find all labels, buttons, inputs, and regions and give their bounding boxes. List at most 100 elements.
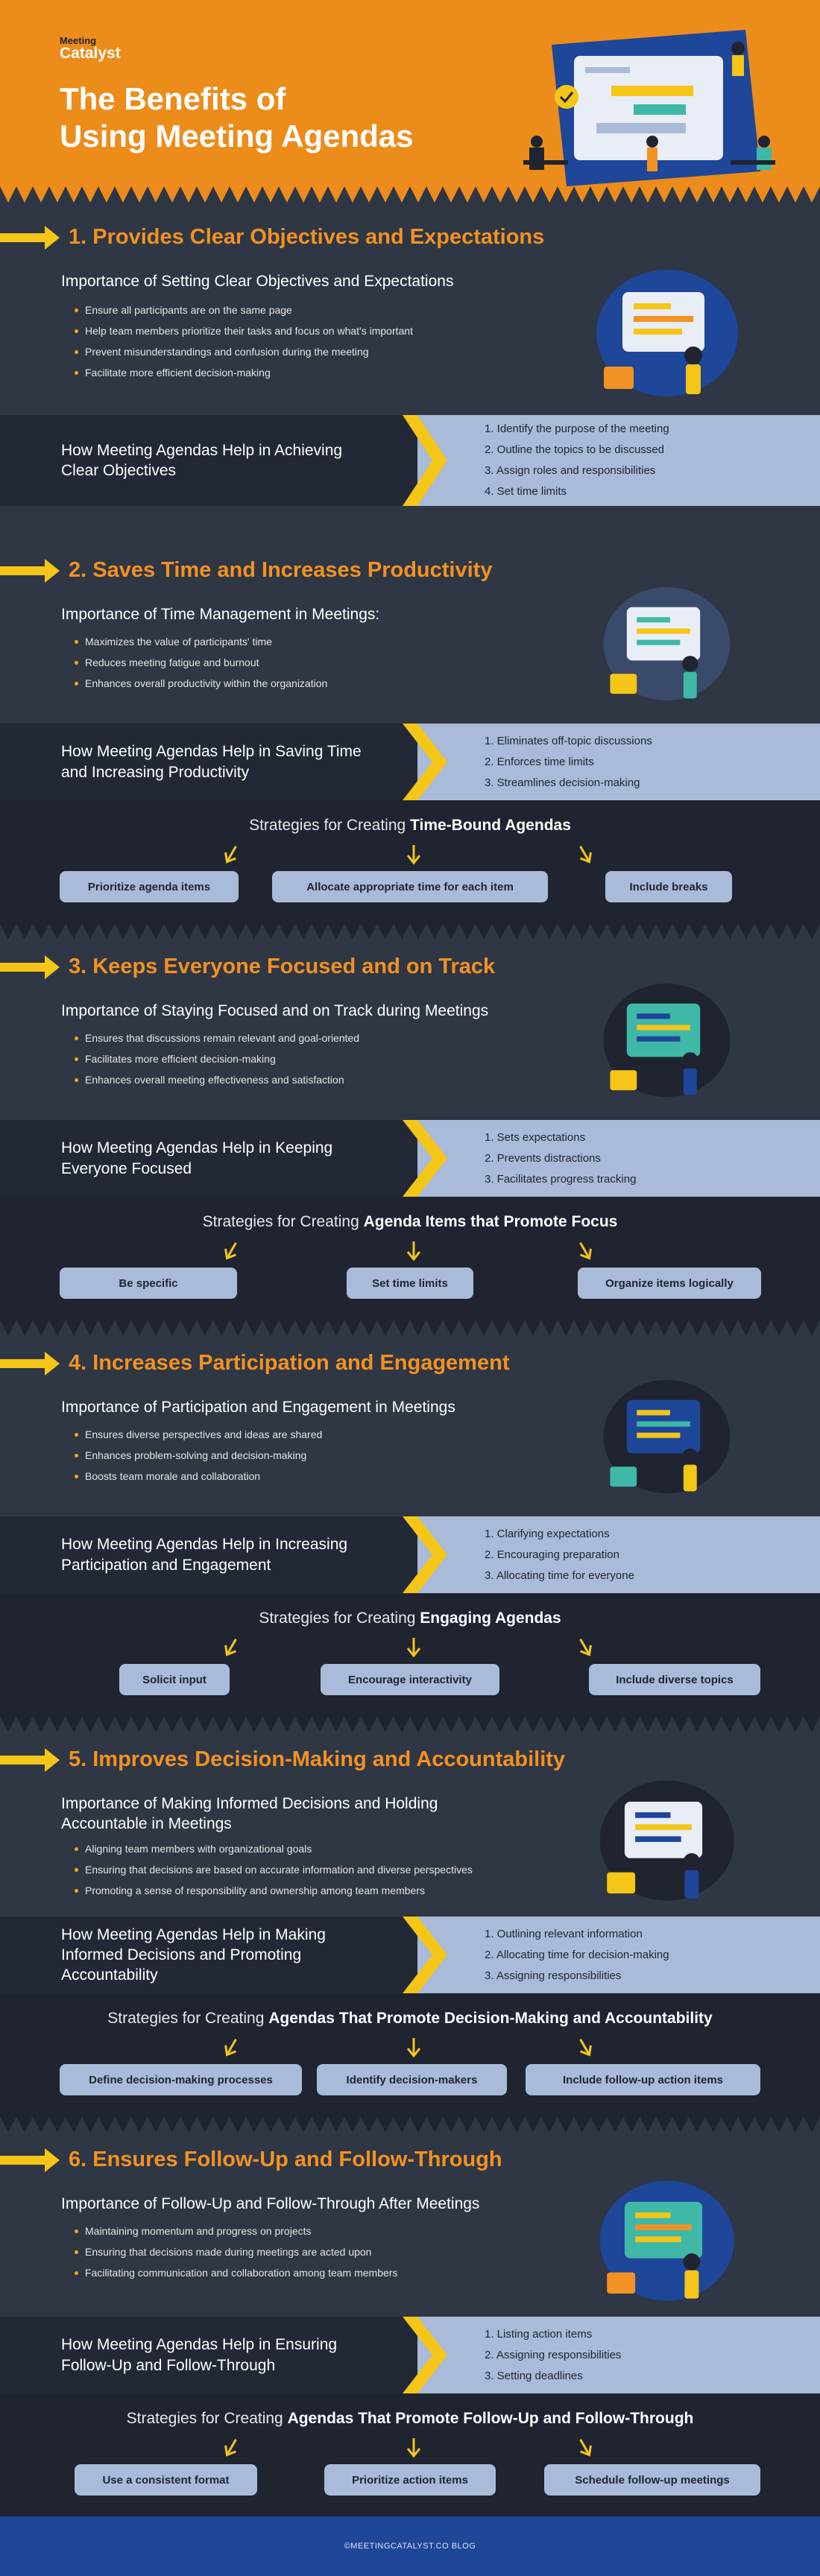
strategy-pill[interactable]: Organize items logically: [578, 1268, 761, 1299]
sections-container: 1. Provides Clear Objectives and Expecta…: [0, 186, 820, 2516]
bullet-item: Ensures that discussions remain relevant…: [75, 1028, 359, 1048]
how-title-panel: How Meeting Agendas Help in Making Infor…: [0, 1917, 447, 1993]
strategy-pill[interactable]: Be specific: [60, 1268, 237, 1299]
strategy-pill[interactable]: Identify decision-makers: [317, 2064, 507, 2095]
hero-illustration-icon: [523, 30, 775, 186]
how-title: How Meeting Agendas Help in Making Infor…: [61, 1925, 326, 1984]
how-step-item: 3. Assigning responsibilities: [485, 1969, 622, 1982]
arrow-down-icon: [579, 845, 592, 864]
strategies-title-prefix: Strategies for Creating: [202, 1213, 364, 1230]
arrow-down-icon: [224, 2438, 237, 2457]
section-illustration-icon: [603, 983, 731, 1098]
strategies-title-emphasis: Agendas That Promote Decision-Making and…: [268, 2010, 713, 2027]
how-step-item: 2. Encouraging preparation: [485, 1548, 619, 1561]
arrow-down-icon: [224, 845, 237, 864]
section-arrow-icon: [0, 955, 60, 979]
section-1: 1. Provides Clear Objectives and Expecta…: [0, 203, 820, 527]
how-agendas-help-band: How Meeting Agendas Help in Ensuring Fol…: [0, 2317, 820, 2393]
how-step-item: 1. Outlining relevant information: [485, 1927, 643, 1940]
strategies-panel: Strategies for Creating Engaging Agendas…: [0, 1593, 820, 1716]
bullet-item: Facilitating communication and collabora…: [75, 2262, 397, 2283]
strategy-pill[interactable]: Include diverse topics: [589, 1664, 760, 1695]
importance-title: Importance of Participation and Engageme…: [61, 1399, 455, 1416]
strategy-pill[interactable]: Allocate appropriate time for each item: [272, 871, 548, 902]
how-step-item: 2. Allocating time for decision-making: [485, 1948, 669, 1961]
chevron-right-icon: [403, 1120, 447, 1197]
strategy-pill[interactable]: Use a consistent format: [75, 2464, 257, 2496]
footer-text[interactable]: ©MEETINGCATALYST.CO BLOG: [344, 2542, 476, 2551]
bullet-item: Help team members prioritize their tasks…: [75, 320, 413, 341]
strategy-pill[interactable]: Include follow-up action items: [526, 2064, 760, 2095]
arrow-down-icon: [406, 1241, 421, 1262]
strategies-title: Strategies for Creating Engaging Agendas: [0, 1610, 820, 1627]
section-title-row: 4. Increases Participation and Engagemen…: [0, 1351, 509, 1376]
how-title: How Meeting Agendas Help in Achieving Cl…: [61, 441, 343, 479]
importance-bullet-list: Maintaining momentum and progress on pro…: [75, 2221, 397, 2283]
bullet-item: Prevent misunderstandings and confusion …: [75, 341, 413, 362]
bullet-item: Enhances overall productivity within the…: [75, 673, 327, 694]
how-step-item: 3. Assign roles and responsibilities: [485, 464, 656, 477]
bullet-item: Ensures diverse perspectives and ideas a…: [75, 1424, 322, 1445]
section-arrow-icon: [0, 558, 60, 583]
how-agendas-help-band: How Meeting Agendas Help in Increasing P…: [0, 1516, 820, 1593]
section-title-row: 2. Saves Time and Increases Productivity: [0, 558, 492, 583]
footer: ©MEETINGCATALYST.CO BLOG: [0, 2516, 820, 2576]
how-steps-list: 1. Outlining relevant information 2. Allo…: [485, 1924, 669, 1987]
strategies-title-emphasis: Engaging Agendas: [420, 1610, 561, 1627]
how-agendas-help-band: How Meeting Agendas Help in Saving Time …: [0, 724, 820, 800]
strategy-pill[interactable]: Prioritize agenda items: [60, 871, 239, 902]
importance-title: Importance of Time Management in Meeting…: [61, 606, 380, 623]
strategies-panel: Strategies for Creating Agenda Items tha…: [0, 1197, 820, 1320]
section-title: 5. Improves Decision-Making and Accounta…: [69, 1747, 566, 1771]
bullet-item: Maintaining momentum and progress on pro…: [75, 2221, 397, 2241]
how-step-item: 3. Facilitates progress tracking: [485, 1172, 637, 1186]
how-step-item: 2. Outline the topics to be discussed: [485, 443, 664, 456]
arrow-down-icon: [406, 2438, 421, 2458]
importance-bullet-list: Aligning team members with organizationa…: [75, 1838, 473, 1901]
strategies-panel: Strategies for Creating Agendas That Pro…: [0, 1993, 820, 2116]
strategy-pill[interactable]: Solicit input: [119, 1664, 230, 1695]
bullet-item: Reduces meeting fatigue and burnout: [75, 652, 327, 673]
strategy-pill[interactable]: Include breaks: [605, 871, 732, 902]
importance-title: Importance of Making Informed Decisions …: [61, 1795, 438, 1833]
how-step-item: 1. Identify the purpose of the meeting: [485, 423, 669, 435]
zigzag-divider: [0, 923, 820, 940]
how-title: How Meeting Agendas Help in Increasing P…: [61, 1536, 348, 1574]
section-arrow-icon: [0, 1747, 60, 1772]
section-title-row: 1. Provides Clear Objectives and Expecta…: [0, 225, 544, 250]
section-title: 6. Ensures Follow-Up and Follow-Through: [69, 2148, 502, 2171]
how-steps-panel: 1. Identify the purpose of the meeting 2.…: [417, 415, 820, 506]
logo[interactable]: Meeting Catalyst: [60, 36, 121, 61]
strategies-title: Strategies for Creating Time-Bound Agend…: [0, 817, 820, 835]
strategy-pill[interactable]: Set time limits: [347, 1268, 473, 1299]
strategy-pill[interactable]: Encourage interactivity: [321, 1664, 499, 1695]
chevron-right-icon: [403, 415, 447, 506]
how-step-item: 2. Assigning responsibilities: [485, 2348, 622, 2361]
how-agendas-help-band: How Meeting Agendas Help in Keeping Ever…: [0, 1120, 820, 1197]
how-title-panel: How Meeting Agendas Help in Increasing P…: [0, 1516, 447, 1593]
how-agendas-help-band: How Meeting Agendas Help in Making Infor…: [0, 1917, 820, 1993]
bullet-item: Facilitates more efficient decision-maki…: [75, 1048, 359, 1069]
arrow-down-icon: [579, 2038, 592, 2057]
bullet-item: Boosts team morale and collaboration: [75, 1466, 322, 1487]
bullet-item: Enhances problem-solving and decision-ma…: [75, 1445, 322, 1466]
how-agendas-help-band: How Meeting Agendas Help in Achieving Cl…: [0, 415, 820, 506]
bullet-item: Aligning team members with organizationa…: [75, 1838, 473, 1859]
strategy-pill[interactable]: Define decision-making processes: [60, 2064, 302, 2095]
bullet-item: Ensure all participants are on the same …: [75, 300, 413, 320]
strategies-title-emphasis: Agendas That Promote Follow-Up and Follo…: [287, 2410, 694, 2427]
section-illustration-icon: [603, 586, 731, 701]
section-illustration-icon: [596, 270, 738, 396]
strategy-pill[interactable]: Prioritize action items: [324, 2464, 496, 2496]
how-title-panel: How Meeting Agendas Help in Saving Time …: [0, 724, 447, 800]
strategy-pill[interactable]: Schedule follow-up meetings: [544, 2464, 760, 2496]
how-title-panel: How Meeting Agendas Help in Ensuring Fol…: [0, 2317, 447, 2393]
importance-title: Importance of Staying Focused and on Tra…: [61, 1002, 489, 1019]
arrow-down-icon: [224, 1241, 237, 1260]
